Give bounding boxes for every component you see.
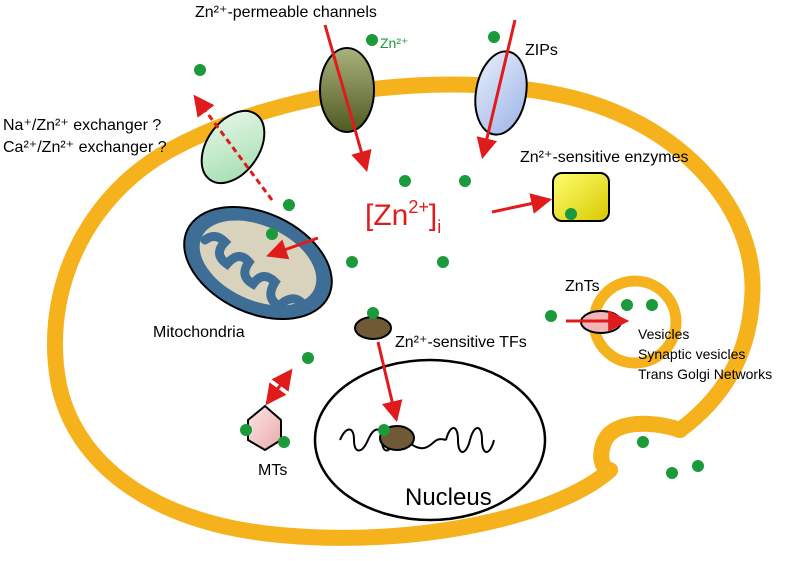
- zinc-ion: [437, 256, 449, 268]
- label-channels: Zn²⁺-permeable channels: [195, 4, 377, 21]
- zinc-ion: [692, 460, 704, 472]
- zn-sub: i: [437, 217, 441, 237]
- zinc-ion: [266, 228, 278, 240]
- arrow-zip-influx: [476, 19, 517, 160]
- zn-main: [Zn: [365, 199, 408, 232]
- arrows: [193, 19, 630, 423]
- label-synaptic-vesicles: Synaptic vesicles: [638, 346, 745, 362]
- zinc-ion: [366, 34, 378, 46]
- zinc-ion: [565, 208, 577, 220]
- zinc-ion: [302, 352, 314, 364]
- zinc-ions: [194, 31, 704, 479]
- label-trans-golgi: Trans Golgi Networks: [638, 366, 772, 382]
- zinc-ion: [399, 175, 411, 187]
- label-exchanger-ca: Ca²⁺/Zn²⁺ exchanger ?: [3, 139, 167, 156]
- zinc-ion: [545, 310, 557, 322]
- zinc-ion: [666, 467, 678, 479]
- zinc-ion: [637, 436, 649, 448]
- zinc-ion: [240, 424, 252, 436]
- label-vesicles: Vesicles: [638, 326, 689, 342]
- arrow-mt-exchange: [265, 368, 293, 406]
- zinc-ion: [278, 436, 290, 448]
- arrow-to-enzyme: [491, 193, 553, 214]
- label-zn-intracellular: [Zn2+]i: [365, 197, 441, 237]
- zinc-ion: [378, 424, 390, 436]
- arrow-to-mitochondria: [266, 236, 319, 260]
- arrow-tf-to-nucleus: [376, 341, 403, 423]
- label-znts: ZnTs: [565, 278, 600, 295]
- arrow-exchanger-efflux: [193, 94, 274, 201]
- label-mts: MTs: [258, 462, 287, 479]
- label-tfs: Zn²⁺-sensitive TFs: [395, 334, 527, 351]
- label-zips: ZIPs: [525, 42, 558, 59]
- zn-sensitive-tf: [354, 316, 392, 340]
- nucleus: [313, 358, 547, 522]
- zinc-ion: [283, 199, 295, 211]
- zinc-ion: [488, 31, 500, 43]
- zinc-ion: [367, 307, 379, 319]
- zn-close: ]: [429, 199, 437, 232]
- zn-sensitive-enzyme: [552, 172, 610, 222]
- svg-text:[Zn2+]i: [Zn2+]i: [365, 197, 441, 237]
- zinc-ion: [459, 175, 471, 187]
- label-zn-free: Zn²⁺: [380, 35, 408, 51]
- zinc-ion: [194, 64, 206, 76]
- label-exchanger-na: Na⁺/Zn²⁺ exchanger ?: [3, 117, 161, 134]
- arrow-channel-influx: [323, 24, 372, 173]
- zinc-ion: [621, 299, 633, 311]
- label-mitochondria: Mitochondria: [153, 324, 245, 341]
- zinc-ion: [646, 299, 658, 311]
- zn-permeable-channel: [319, 47, 375, 133]
- label-nucleus: Nucleus: [405, 484, 492, 511]
- zinc-ion: [346, 256, 358, 268]
- label-enzymes: Zn²⁺-sensitive enzymes: [520, 149, 689, 166]
- zn-sup: 2+: [408, 197, 429, 217]
